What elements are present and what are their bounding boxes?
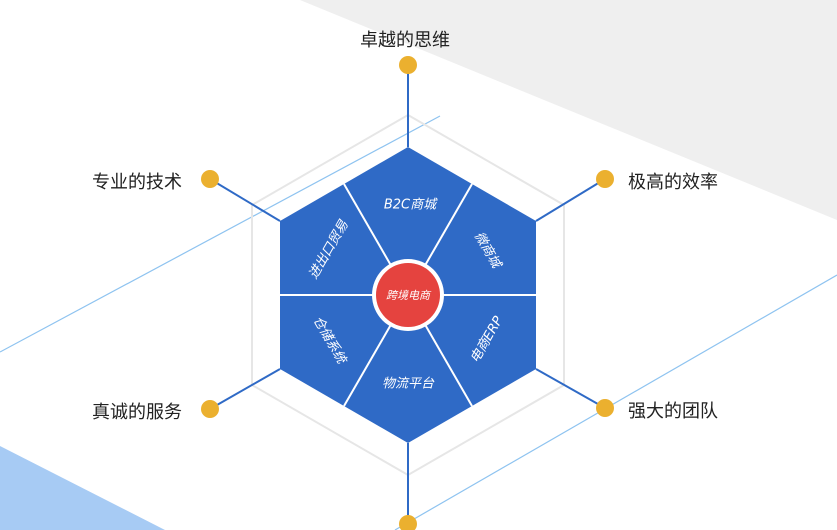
connector-lines bbox=[209, 65, 606, 524]
label-upper-left: 专业的技术 bbox=[92, 172, 182, 193]
dot-top bbox=[399, 56, 417, 74]
dot-bottom bbox=[399, 515, 417, 530]
label-lower-left: 真诚的服务 bbox=[92, 402, 182, 423]
connector-upper-left bbox=[209, 178, 281, 222]
dot-lower-left bbox=[201, 400, 219, 418]
center-label: 跨境电商 bbox=[386, 289, 432, 302]
segment-label-logistics: 物流平台 bbox=[382, 377, 435, 392]
dot-upper-left bbox=[201, 170, 219, 188]
dot-lower-right bbox=[596, 399, 614, 417]
background-gray-shape bbox=[300, 0, 837, 220]
connector-lower-right bbox=[535, 368, 606, 409]
segment-label-b2c: B2C商城 bbox=[384, 198, 438, 213]
label-top: 卓越的思维 bbox=[360, 30, 450, 51]
diagonal-line-left bbox=[0, 115, 441, 353]
connector-lower-left bbox=[209, 368, 281, 410]
center-circle bbox=[376, 263, 440, 327]
dot-upper-right bbox=[596, 170, 614, 188]
label-lower-right: 强大的团队 bbox=[628, 401, 718, 422]
connector-upper-right bbox=[535, 178, 606, 222]
label-upper-right: 极高的效率 bbox=[628, 172, 718, 193]
diagonal-line-right bbox=[394, 274, 837, 530]
background-blue-triangle bbox=[0, 446, 165, 530]
